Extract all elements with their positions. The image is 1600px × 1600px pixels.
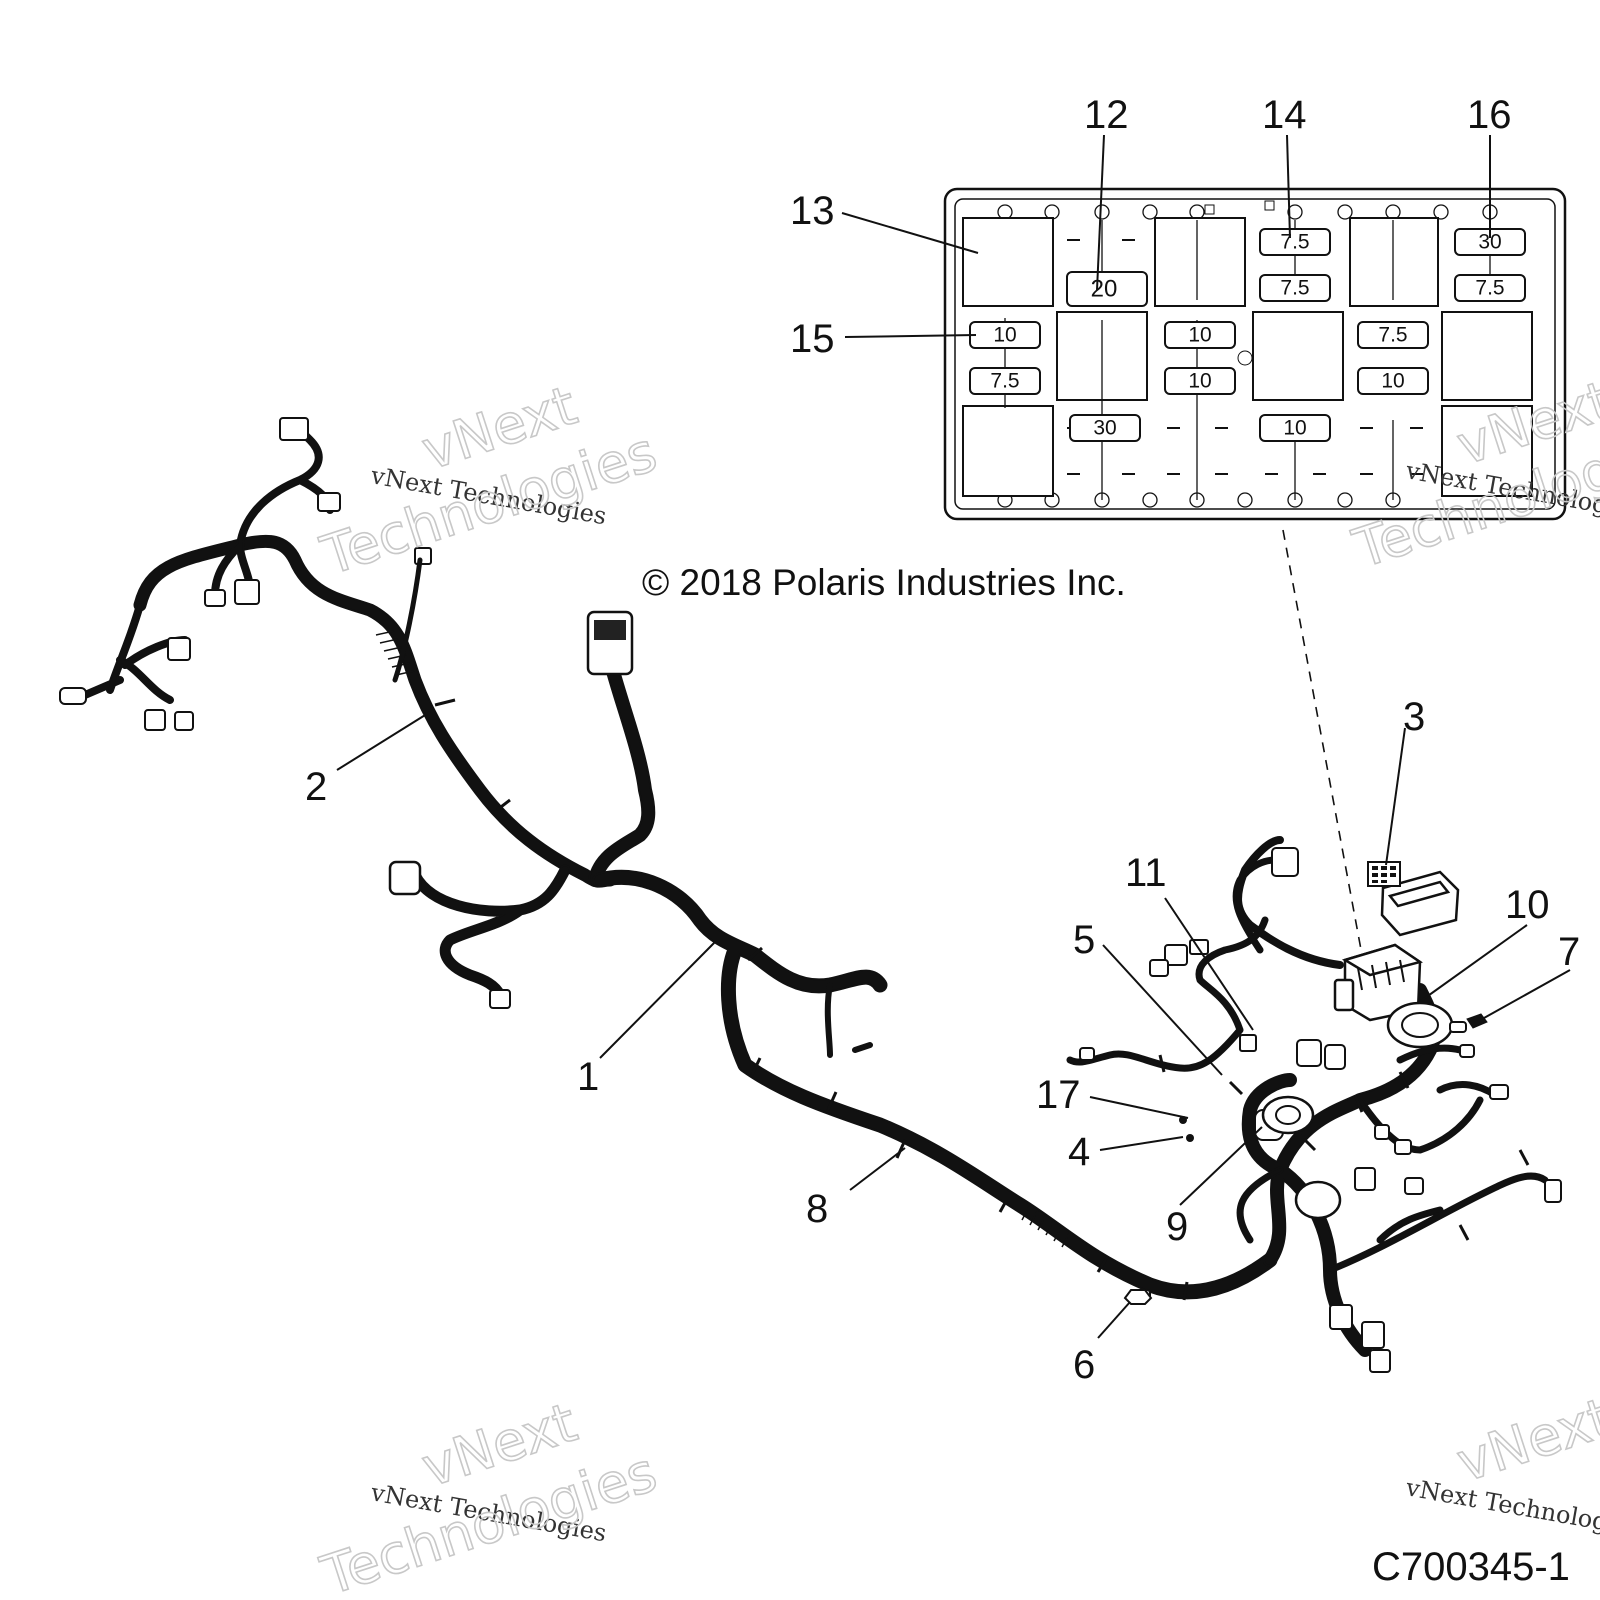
callout-12: 12 (1084, 93, 1129, 137)
leader-lines (336, 134, 1571, 1339)
fuse-rating: 10 (1381, 370, 1404, 393)
callout-14: 14 (1262, 93, 1307, 137)
fuse-rating: 10 (1188, 324, 1211, 347)
callout-1: 1 (577, 1055, 599, 1099)
chassis-harness (1066, 836, 1562, 1373)
fuse-rating: 7.5 (1280, 231, 1309, 254)
fuse-rating: 10 (1283, 417, 1306, 440)
fuse-rating: 30 (1093, 417, 1116, 440)
watermark-text: vNext (1450, 1386, 1600, 1495)
fuse-rating: 10 (1188, 370, 1211, 393)
fuse-rating: 10 (993, 324, 1016, 347)
fuse-rating: 7.5 (1280, 277, 1309, 300)
callout-4: 4 (1068, 1130, 1090, 1174)
figure-number: C700345-1 (1372, 1545, 1570, 1589)
callout-11: 11 (1125, 851, 1167, 895)
callout-8: 8 (806, 1187, 828, 1231)
fuse-rating: 7.5 (1378, 324, 1407, 347)
fuse-rating: 30 (1478, 231, 1501, 254)
callout-5: 5 (1073, 918, 1095, 962)
callout-2: 2 (305, 765, 327, 809)
callout-9: 9 (1166, 1205, 1188, 1249)
callout-3: 3 (1403, 695, 1425, 739)
callout-16: 16 (1467, 93, 1512, 137)
callout-6: 6 (1073, 1343, 1095, 1387)
projection-line (1282, 529, 1363, 956)
fuse-box-inset: 20 7.5 7.5 30 7.5 10 7.5 10 10 7.5 10 30… (943, 187, 1567, 521)
fuse-rating: 20 (1091, 275, 1118, 302)
callout-17: 17 (1036, 1073, 1081, 1117)
fuse-rating: 7.5 (990, 370, 1019, 393)
callout-15: 15 (790, 317, 835, 361)
callout-13: 13 (790, 189, 835, 233)
fuse-rating: 7.5 (1475, 277, 1504, 300)
callouts: 1 2 3 4 5 6 7 8 9 10 11 12 13 14 15 16 1… (305, 93, 1580, 1387)
callout-7: 7 (1558, 930, 1580, 974)
copyright-notice: © 2018 Polaris Industries Inc. (642, 562, 1126, 603)
main-harness (59, 417, 1278, 1301)
callout-10: 10 (1505, 883, 1550, 927)
